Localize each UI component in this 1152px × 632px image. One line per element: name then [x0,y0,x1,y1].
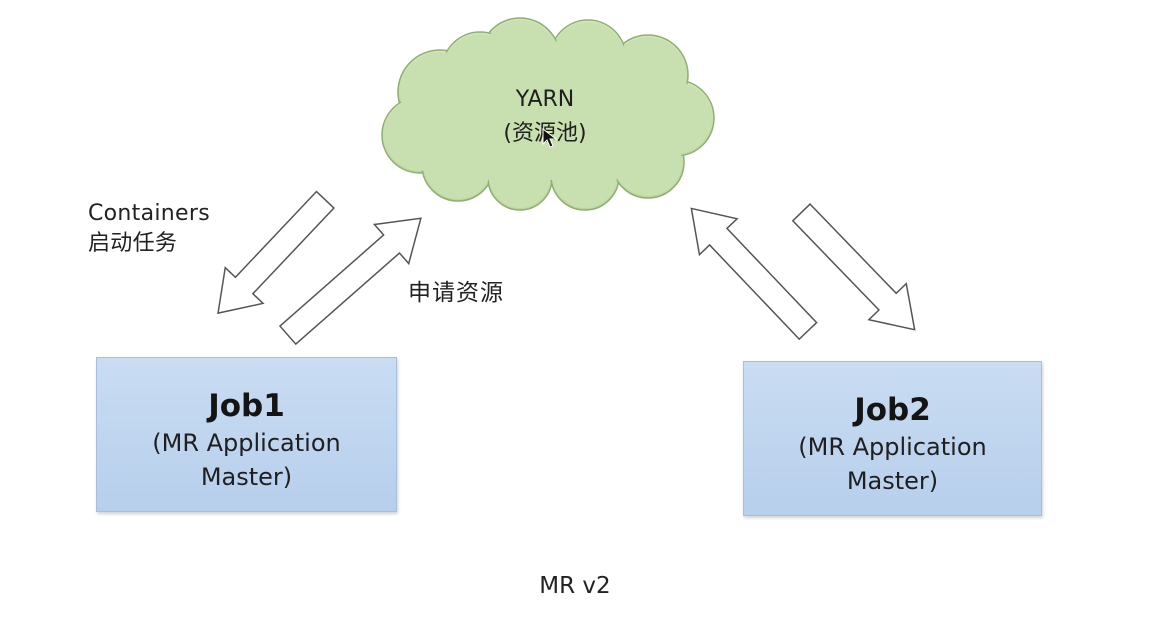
job1-box: Job1 (MR Application Master) [96,357,397,512]
job2-box: Job2 (MR Application Master) [743,361,1042,516]
request-resources-label: 申请资源 [408,280,504,306]
job2-subtitle: (MR Application Master) [798,433,987,495]
containers-label: Containers 启动任务 [88,199,210,259]
arrow-job1-to-cloud [278,217,422,346]
arrow-cloud-to-job1 [217,190,335,315]
diagram-caption: MR v2 [539,573,611,599]
job2-title: Job2 [854,392,931,428]
containers-label-line1: Containers [88,201,210,226]
arrow-job2-to-cloud [690,207,818,341]
yarn-title: YARN [515,87,575,112]
job1-title: Job1 [208,388,285,424]
arrow-cloud-to-job2 [791,203,916,331]
job1-subtitle: (MR Application Master) [152,429,341,491]
yarn-cloud [381,17,715,211]
containers-label-line2: 启动任务 [88,231,178,256]
mouse-pointer-icon [542,128,558,148]
